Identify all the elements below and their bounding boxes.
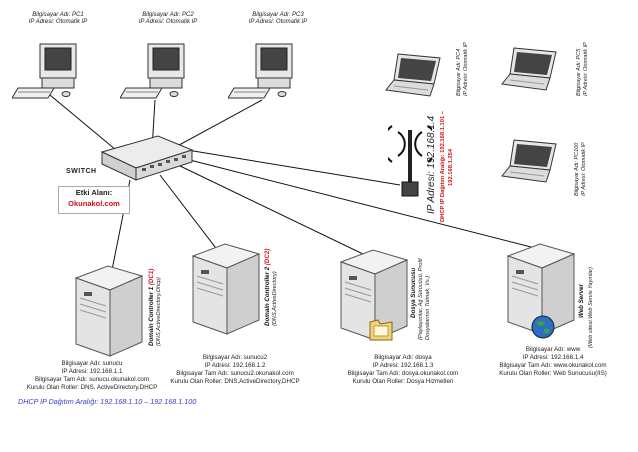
dc2-info: Bilgisayar Adı: sunucu2 IP Adresi: 192.1… (150, 354, 320, 386)
laptop-pc100-name: Bilgisayar Adı: PC100 (574, 142, 580, 196)
globe-icon (531, 315, 555, 339)
dc1-info: Bilgisayar Adı: sunucu IP Adresi: 192.16… (12, 360, 172, 392)
dc2-ip: IP Adresi: 192.168.1.2 (204, 362, 266, 369)
pc1-name: Bilgisayar Adı: PC1 (32, 12, 84, 18)
file-ip: IP Adresi: 192.168.1.3 (372, 362, 434, 369)
web-info: Bilgisayar Adı: www IP Adresi: 192.168.1… (478, 346, 628, 378)
web-role-sub: (Web sitesi,Web Servis Yayınlar) (588, 266, 594, 348)
web-ip: IP Adresi: 192.168.1.4 (522, 354, 584, 361)
web-name: Bilgisayar Adı: www (525, 346, 581, 353)
dc1-fqdn: Bilgisayar Tam Adı: sunucu.okunakol.com (34, 376, 150, 383)
laptop-icon (385, 53, 441, 97)
file-name: Bilgisayar Adı: dosya (374, 354, 432, 361)
web-fqdn: Bilgisayar Tam Adı: www.okunakol.com (499, 362, 607, 369)
domain-title: Etki Alanı: (75, 188, 113, 197)
dc1-name: Bilgisayar Adı: sunucu (61, 360, 123, 367)
dc2-role-title: Domain Controller 2 (DC2) (264, 249, 271, 326)
file-fqdn: Bilgisayar Tam Adı: dosya.okunakol.com (347, 370, 459, 377)
file-role-prefix: Dosya Sunucusu (410, 267, 417, 318)
web-role-title: Web Server (578, 284, 585, 318)
cable-file (177, 164, 366, 256)
domain-box: Etki Alanı: Okunakol.com (58, 186, 130, 214)
cable-pc3 (169, 99, 263, 151)
dc2-role-sub: (DNS,ActiveDirectory) (272, 271, 278, 326)
dc2-fqdn: Bilgisayar Tam Adı: sunucu2.okunakol.com (176, 370, 294, 377)
pc1-label: Bilgisayar Adı: PC1 IP Adresi: Otomatik … (18, 12, 98, 26)
pc3-ip: IP Adresi: Otomatik IP (248, 19, 308, 25)
pc2-name: Bilgisayar Adı: PC2 (142, 12, 194, 18)
server-tower-icon (339, 249, 409, 341)
file-role-title: Dosya Sunucusu (410, 268, 417, 318)
server-tower-icon (191, 243, 261, 335)
dc1-roles: Kurulu Olan Roller: DNS, ActiveDirectory… (26, 384, 158, 391)
dc2-role-tag: (DC2) (264, 248, 271, 266)
laptop-pc100-ip: IP Adresi: Otomatik IP (581, 142, 587, 196)
cable-web (181, 157, 536, 249)
file-info: Bilgisayar Adı: dosya IP Adresi: 192.168… (318, 354, 488, 386)
pc2-label: Bilgisayar Adı: PC2 IP Adresi: Otomatik … (128, 12, 208, 26)
ap-dhcp-line2: 192.168.1.254 (448, 148, 454, 186)
dhcp-range: DHCP IP Dağıtım Aralığı: 192.168.1.10 – … (18, 397, 197, 406)
laptop-pc5-ip: IP Adresi: Otomatik IP (583, 42, 589, 96)
pc2-ip: IP Adresi: Otomatik IP (138, 19, 198, 25)
dc1-role-title: Domain Controller 1 (DC1) (148, 269, 155, 346)
dc2-roles: Kurulu Olan Roller: DNS,ActiveDirectory,… (170, 378, 300, 385)
desktop-pc-icon (120, 43, 185, 99)
domain-value: Okunakol.com (68, 199, 120, 208)
laptop-icon (501, 139, 557, 183)
desktop-pc-icon (12, 43, 77, 99)
cable-ap (174, 147, 401, 186)
pc3-label: Bilgisayar Adı: PC3 IP Adresi: Otomatik … (238, 12, 318, 26)
dc1-role-sub: (DNS,ActiveDirectory,Dhcp) (156, 277, 162, 346)
web-roles: Kurulu Olan Roller: Web Sunucusu(IIS) (499, 370, 607, 377)
laptop-pc4-name: Bilgisayar Adı: PC4 (456, 48, 462, 96)
dc1-role-tag: (DC1) (148, 268, 155, 286)
web-role-prefix: Web Server (578, 284, 585, 318)
folder-icon (369, 319, 393, 341)
file-roles: Kurulu Olan Roller: Dosya Hizmetleri (352, 378, 454, 385)
pc3-name: Bilgisayar Adı: PC3 (252, 12, 304, 18)
laptop-pc4-ip: IP Adresi: Otomatik IP (463, 42, 469, 96)
laptop-icon (501, 47, 557, 91)
cable-dc2 (159, 174, 226, 261)
server-tower-icon (506, 243, 576, 335)
dc2-role-prefix: Domain Controller 2 (264, 266, 271, 326)
dc1-ip: IP Adresi: 192.168.1.1 (61, 368, 123, 375)
switch-label: SWITCH (66, 168, 97, 175)
ap-dhcp-line1: DHCP IP Dağıtım Aralığı: 192.168.1.101 – (440, 110, 446, 222)
desktop-pc-icon (228, 43, 293, 99)
laptop-pc5-name: Bilgisayar Adı: PC5 (576, 48, 582, 96)
file-role-sub: (Paylaşımlar, Ağ Sürücüsü, Profil Dosyal… (418, 258, 431, 340)
wireless-access-point-icon (388, 125, 432, 197)
server-tower-icon (74, 265, 144, 357)
switch-icon (100, 135, 194, 181)
ap-ip: IP Adresi: 192.168.1.4 (426, 115, 437, 214)
dc1-role-prefix: Domain Controller 1 (148, 286, 155, 346)
dc2-name: Bilgisayar Adı: sunucu2 (202, 354, 268, 361)
pc1-ip: IP Adresi: Otomatik IP (28, 19, 88, 25)
